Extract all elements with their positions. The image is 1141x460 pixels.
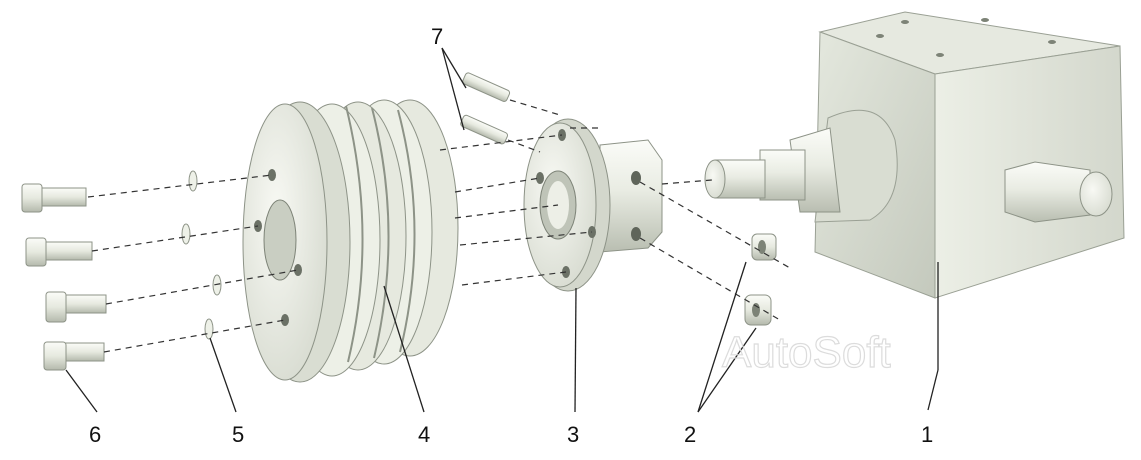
nuts [744, 233, 777, 326]
flange-hub [523, 118, 663, 292]
callout-4: 4 [418, 422, 430, 447]
callout-6: 6 [89, 422, 101, 447]
callout-2: 2 [684, 422, 696, 447]
leader-lines [65, 47, 939, 413]
washer [212, 274, 222, 296]
callout-7: 7 [431, 24, 443, 49]
input-shaft [704, 127, 841, 213]
bolt [21, 183, 87, 213]
callout-3: 3 [567, 422, 579, 447]
gearbox-housing [814, 11, 1125, 299]
bolt [25, 237, 93, 267]
washer [204, 318, 214, 340]
washers [181, 170, 222, 340]
pin [462, 72, 511, 102]
callout-5: 5 [232, 422, 244, 447]
pin [460, 114, 508, 145]
multi-groove-pulley [242, 99, 459, 383]
nut [744, 294, 772, 326]
callout-1: 1 [921, 422, 933, 447]
washer [188, 170, 198, 192]
watermark: AutoSoft [722, 328, 891, 377]
bolt [43, 341, 105, 371]
pins [460, 72, 511, 145]
callout-labels: 1 2 3 4 5 6 7 [89, 24, 933, 447]
washer [181, 223, 191, 245]
bolt [45, 291, 107, 323]
nut [751, 233, 777, 261]
alignment-lines [87, 99, 791, 353]
bolts [21, 183, 107, 371]
